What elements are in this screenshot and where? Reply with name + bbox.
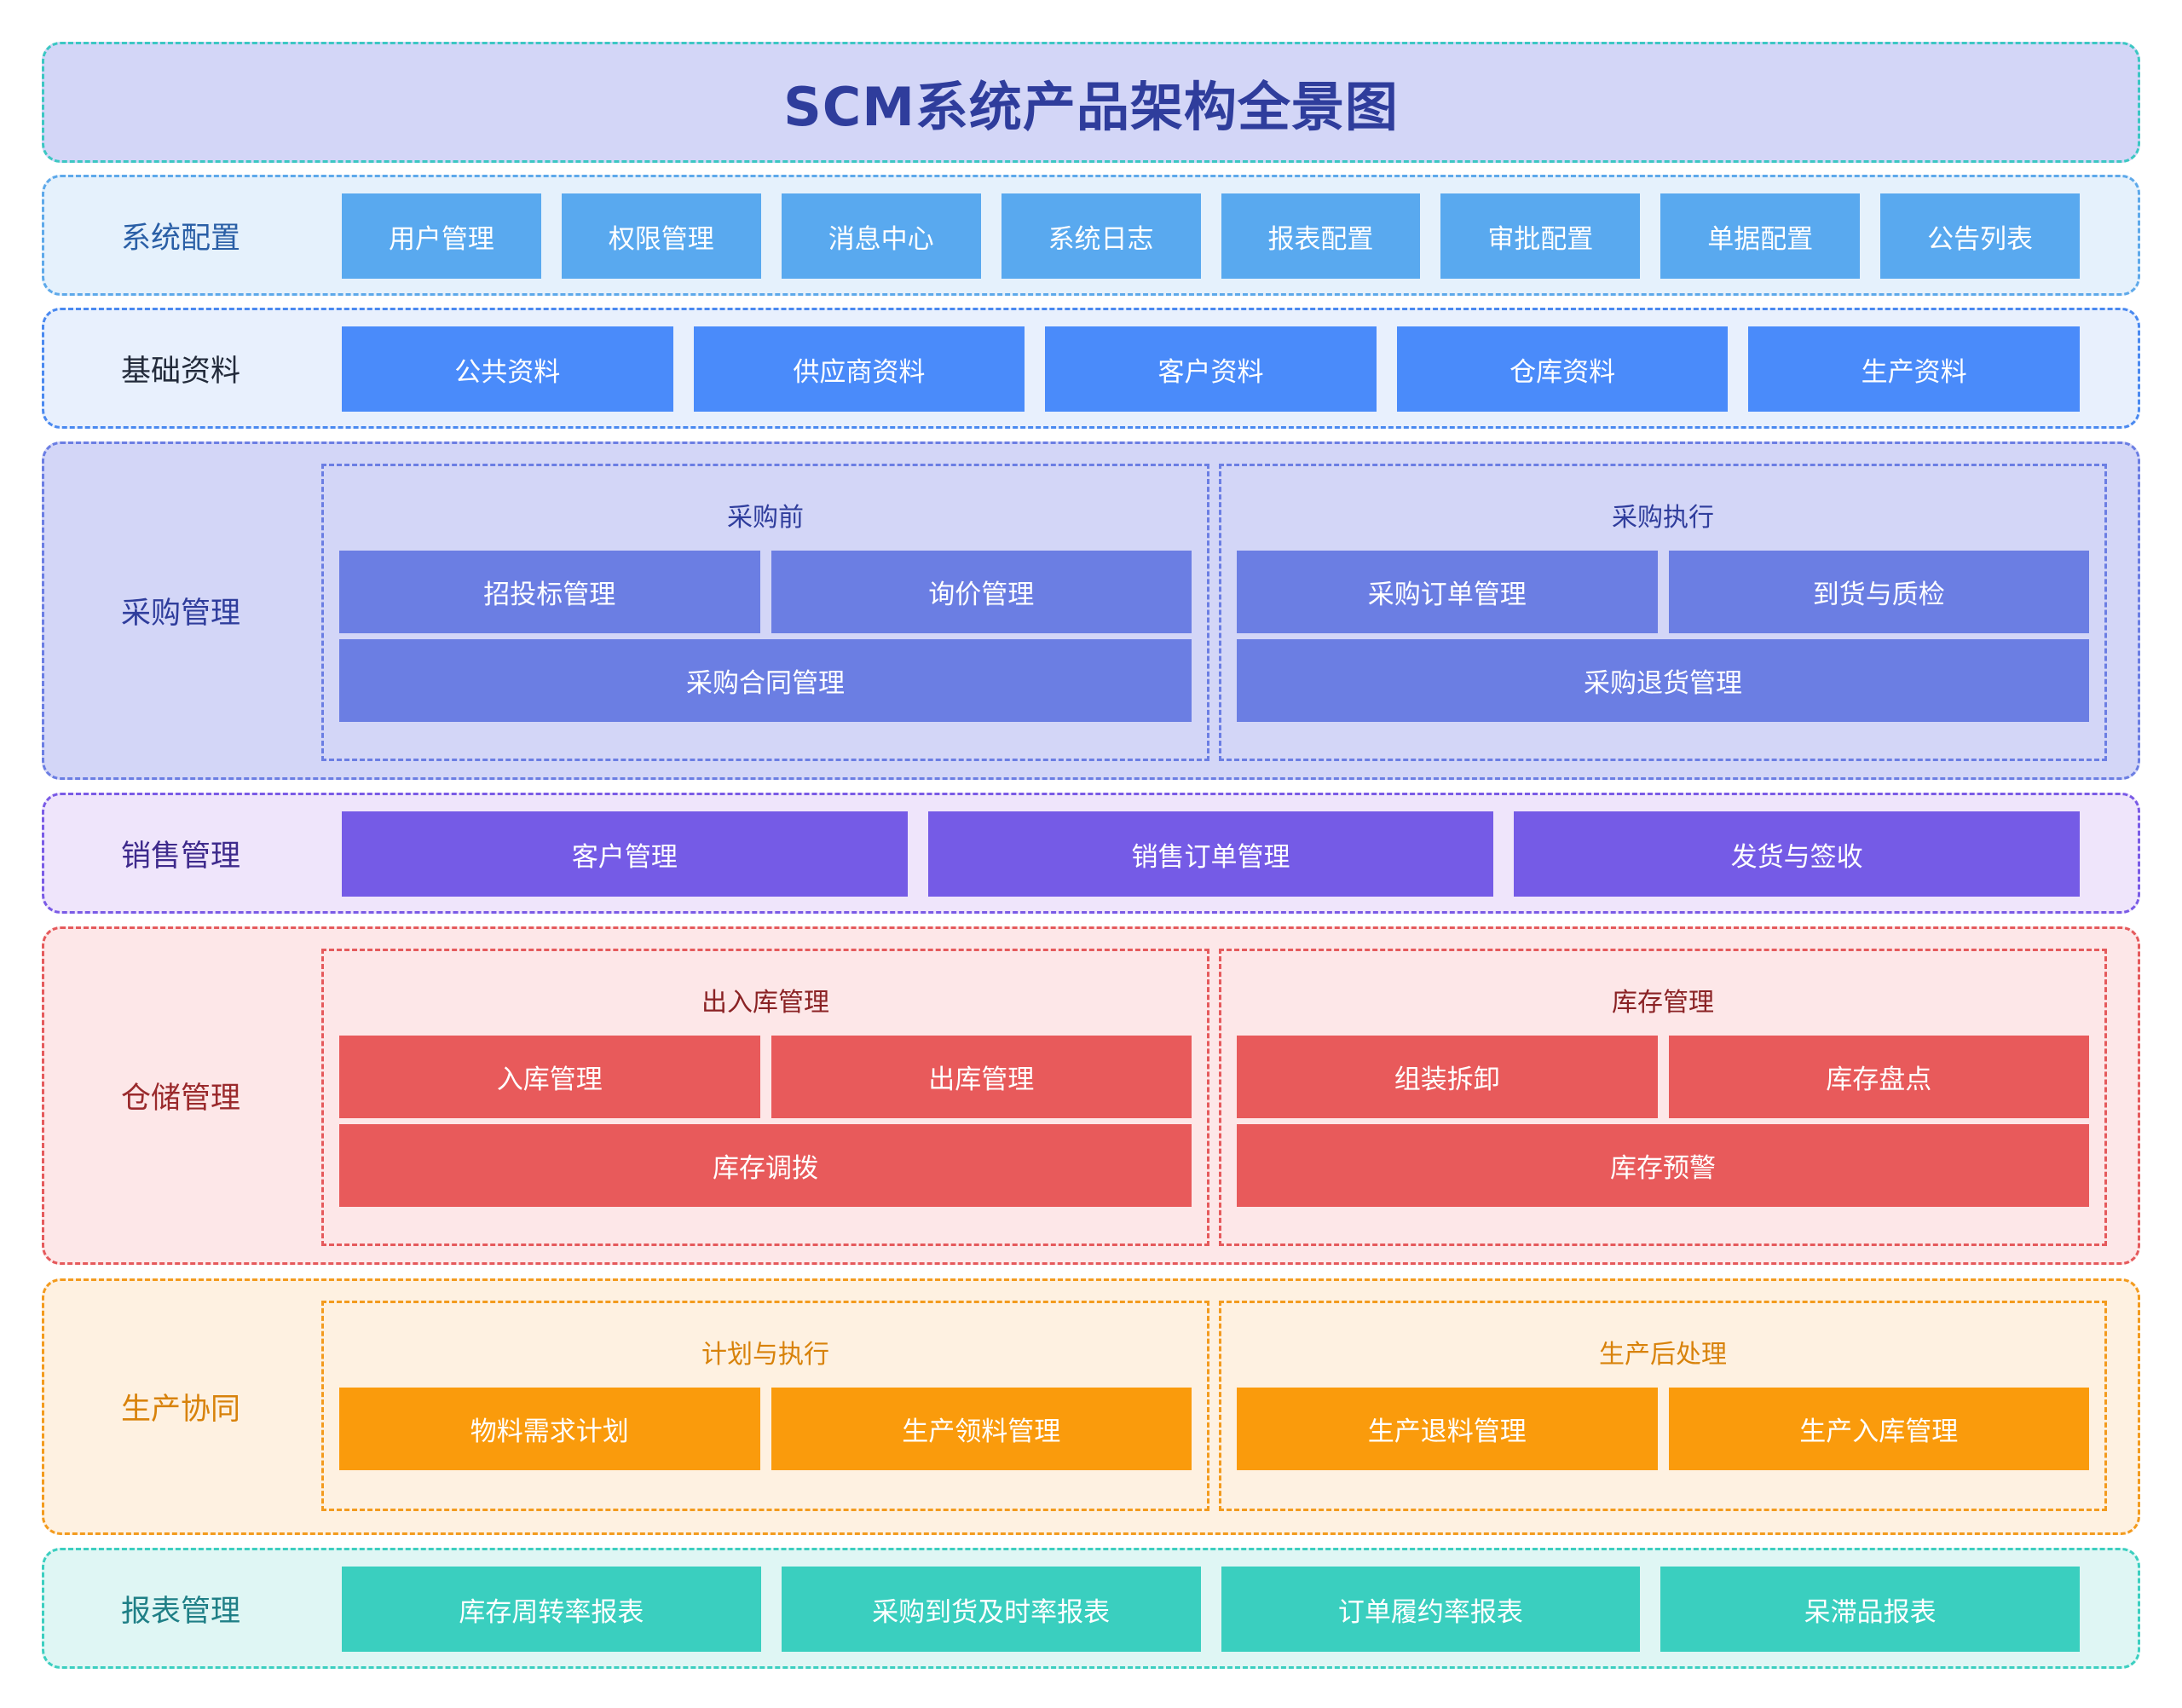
section-label: 基础资料 [120, 354, 240, 389]
module-box[interactable]: 报表配置 [1221, 193, 1421, 279]
module-box[interactable]: 采购到货及时率报表 [781, 1567, 1201, 1652]
module-box[interactable]: 客户资料 [1045, 326, 1377, 412]
module-box[interactable]: 采购订单管理 [1237, 551, 1658, 633]
module-box[interactable]: 生产入库管理 [1668, 1388, 2089, 1470]
section-label: 生产协同 [120, 1393, 240, 1427]
module-box[interactable]: 库存预警 [1237, 1124, 2089, 1207]
section-warehouse: 仓储管理 出入库管理 入库管理 出库管理 库存调拨 库存管理 组装拆卸 库存盘点… [42, 926, 2140, 1265]
section-label: 采购管理 [120, 597, 240, 631]
module-box[interactable]: 用户管理 [342, 193, 541, 279]
section-label: 报表管理 [120, 1594, 240, 1629]
title-banner: SCM系统产品架构全景图 [42, 42, 2140, 163]
group-inventory: 库存管理 组装拆卸 库存盘点 库存预警 [1219, 949, 2107, 1246]
module-box[interactable]: 采购退货管理 [1237, 639, 2089, 722]
module-box[interactable]: 权限管理 [561, 193, 761, 279]
group-inout: 出入库管理 入库管理 出库管理 库存调拨 [321, 949, 1209, 1246]
section-purchase: 采购管理 采购前 招投标管理 询价管理 采购合同管理 采购执行 采购订单管理 到… [42, 441, 2140, 780]
module-box[interactable]: 生产退料管理 [1237, 1388, 1658, 1470]
module-box[interactable]: 呆滞品报表 [1660, 1567, 2080, 1652]
module-box[interactable]: 物料需求计划 [339, 1388, 760, 1470]
module-box[interactable]: 库存盘点 [1668, 1036, 2089, 1118]
module-box[interactable]: 采购合同管理 [339, 639, 1192, 722]
group-plan-exec: 计划与执行 物料需求计划 生产领料管理 [321, 1301, 1209, 1511]
group-title: 生产后处理 [1599, 1340, 1727, 1370]
group-title: 采购执行 [1612, 503, 1714, 533]
section-label: 销售管理 [120, 839, 240, 874]
module-box[interactable]: 组装拆卸 [1237, 1036, 1658, 1118]
group-title: 出入库管理 [701, 988, 829, 1018]
module-box[interactable]: 到货与质检 [1668, 551, 2089, 633]
section-basic-data: 基础资料 公共资料 供应商资料 客户资料 仓库资料 生产资料 [42, 308, 2140, 429]
module-box[interactable]: 仓库资料 [1396, 326, 1729, 412]
section-label: 系统配置 [120, 221, 240, 256]
module-box[interactable]: 客户管理 [342, 811, 908, 897]
module-box[interactable]: 订单履约率报表 [1221, 1567, 1641, 1652]
group-title: 库存管理 [1612, 988, 1714, 1018]
module-box[interactable]: 入库管理 [339, 1036, 760, 1118]
module-box[interactable]: 出库管理 [771, 1036, 1192, 1118]
module-box[interactable]: 询价管理 [771, 551, 1192, 633]
module-box[interactable]: 公共资料 [342, 326, 673, 412]
module-box[interactable]: 公告列表 [1880, 193, 2080, 279]
section-reports: 报表管理 库存周转率报表 采购到货及时率报表 订单履约率报表 呆滞品报表 [42, 1548, 2140, 1669]
module-box[interactable]: 单据配置 [1660, 193, 1861, 279]
module-box[interactable]: 系统日志 [1001, 193, 1201, 279]
group-title: 采购前 [727, 503, 804, 533]
group-purchase-exec: 采购执行 采购订单管理 到货与质检 采购退货管理 [1219, 464, 2107, 761]
module-box[interactable]: 库存周转率报表 [342, 1567, 761, 1652]
module-box[interactable]: 招投标管理 [339, 551, 760, 633]
page-title: SCM系统产品架构全景图 [783, 76, 1399, 138]
module-box[interactable]: 库存调拨 [339, 1124, 1192, 1207]
module-box[interactable]: 生产资料 [1748, 326, 2080, 412]
module-box[interactable]: 发货与签收 [1514, 811, 2081, 897]
group-title: 计划与执行 [701, 1340, 829, 1370]
module-box[interactable]: 消息中心 [781, 193, 981, 279]
module-box[interactable]: 销售订单管理 [927, 811, 1494, 897]
section-sales: 销售管理 客户管理 销售订单管理 发货与签收 [42, 793, 2140, 914]
section-system-config: 系统配置 用户管理 权限管理 消息中心 系统日志 报表配置 审批配置 单据配置 … [42, 175, 2140, 296]
group-purchase-pre: 采购前 招投标管理 询价管理 采购合同管理 [321, 464, 1209, 761]
section-production: 生产协同 计划与执行 物料需求计划 生产领料管理 生产后处理 生产退料管理 生产… [42, 1278, 2140, 1535]
module-box[interactable]: 供应商资料 [693, 326, 1025, 412]
module-box[interactable]: 生产领料管理 [771, 1388, 1192, 1470]
module-box[interactable]: 审批配置 [1440, 193, 1641, 279]
section-label: 仓储管理 [120, 1082, 240, 1116]
group-post-process: 生产后处理 生产退料管理 生产入库管理 [1219, 1301, 2107, 1511]
